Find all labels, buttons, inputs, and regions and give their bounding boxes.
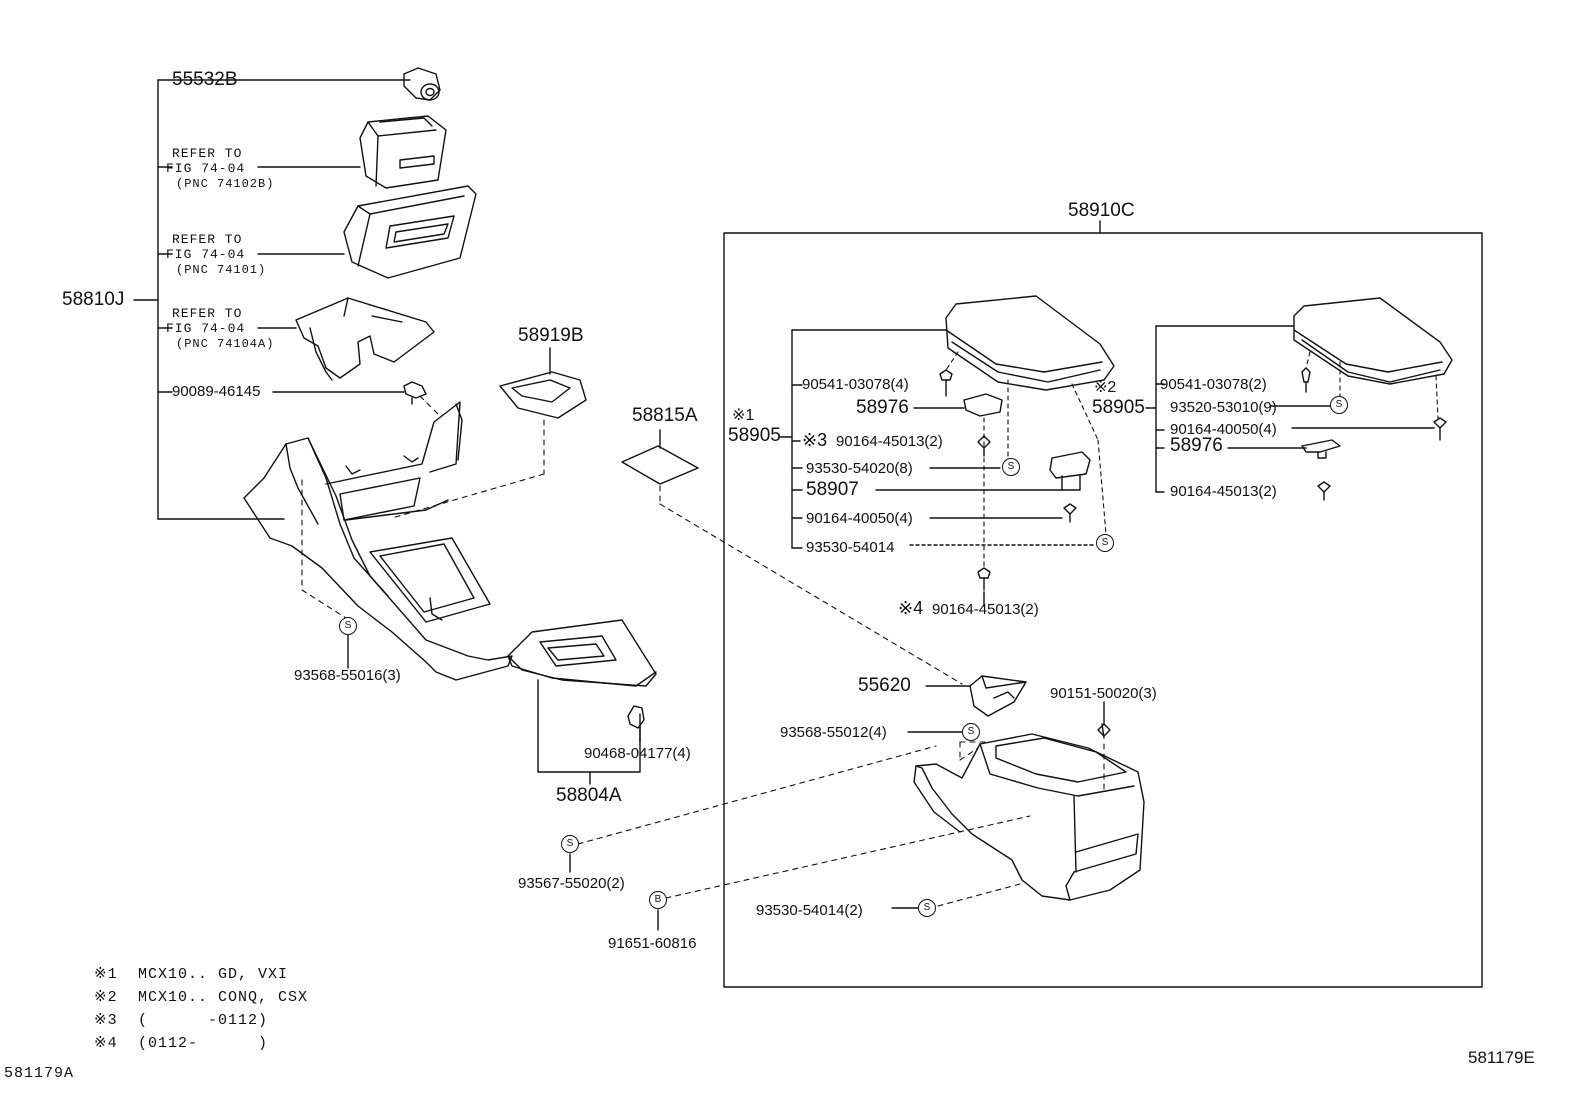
part-label-93568-55016: 93568-55016(3) <box>294 667 401 684</box>
bracket-55620-part <box>925 675 1027 717</box>
sub1-dashed-leaders <box>945 351 1107 601</box>
console-panel-part <box>343 185 477 279</box>
part-label-58919b: 58919B <box>518 325 584 346</box>
clip-part <box>403 381 427 405</box>
pad-58815a-part <box>621 429 699 485</box>
part-label-93568-55012: 93568-55012(4) <box>780 724 887 741</box>
refer-label-2-line1: REFER TO <box>172 232 243 247</box>
note-mark-1: ※1 <box>732 407 755 424</box>
refer-label-2-line2: FIG 74-04 <box>166 247 246 262</box>
rear-console-part <box>913 723 1145 901</box>
part-label-90164-45013-sub1: 90164-45013(2) <box>836 433 943 450</box>
figure-code-right: 581179E <box>1468 1048 1535 1067</box>
footnote-3-mark: ※3 <box>94 1012 118 1029</box>
bracket-part <box>295 297 435 381</box>
sub1-bracket-lines <box>779 329 1097 549</box>
footnote-2-mark: ※2 <box>94 989 118 1006</box>
s-symbol-icon: S <box>1002 458 1020 476</box>
part-label-58804a: 58804A <box>556 785 622 806</box>
part-label-90164-40050-sub2: 90164-40050(4) <box>1170 421 1277 438</box>
part-label-93530-54020: 93530-54020(8) <box>806 460 913 477</box>
footnote-1-mark: ※1 <box>94 966 118 983</box>
footnote-4-mark: ※4 <box>94 1035 118 1052</box>
s-symbol-icon: S <box>1096 534 1114 552</box>
part-label-90151: 90151-50020(3) <box>1050 685 1157 702</box>
part-label-90541-sub2: 90541-03078(2) <box>1160 376 1267 393</box>
ashtray-part <box>359 115 447 189</box>
sub2-dashed-leaders <box>1305 351 1439 419</box>
figure-code-left: 581179A <box>4 1065 75 1082</box>
s-symbol-icon: S <box>962 723 980 741</box>
part-label-93520: 93520-53010(9) <box>1170 399 1277 416</box>
b-symbol-icon: B <box>649 891 667 909</box>
part-label-90164-45013-4: 90164-45013(2) <box>932 601 1039 618</box>
part-label-58815a: 58815A <box>632 405 698 426</box>
part-label-90468: 90468-04177(4) <box>584 745 691 762</box>
refer-label-3-line1: REFER TO <box>172 306 243 321</box>
part-label-55620: 55620 <box>858 675 911 696</box>
footnote-4-text: (0112- ) <box>138 1035 269 1052</box>
part-label-58905-sub2: 58905 <box>1092 397 1145 418</box>
part-label-58976-sub2: 58976 <box>1170 435 1223 456</box>
refer-label-1-line3: (PNC 74102B) <box>176 177 275 191</box>
armrest-sub2-part <box>1293 297 1453 385</box>
part-label-90164-45013-sub2: 90164-45013(2) <box>1170 483 1277 500</box>
footnote-3-text: ( -0112) <box>138 1012 269 1029</box>
sub2-bracket-lines <box>1145 325 1435 493</box>
part-label-90164-40050-sub1: 90164-40050(4) <box>806 510 913 527</box>
s-symbol-icon: S <box>339 617 357 635</box>
s-symbol-icon: S <box>561 835 579 853</box>
refer-label-3-line2: FIG 74-04 <box>166 321 246 336</box>
refer-label-3-line3: (PNC 74104A) <box>176 337 275 351</box>
note-mark-2: ※2 <box>1094 379 1117 396</box>
s-symbol-icon: S <box>1330 396 1348 414</box>
part-label-58976-sub1: 58976 <box>856 397 909 418</box>
note-mark-3: ※3 <box>802 430 828 450</box>
part-label-58907: 58907 <box>806 479 859 500</box>
refer-label-1-line2: FIG 74-04 <box>166 161 246 176</box>
part-label-90541-sub1: 90541-03078(4) <box>802 376 909 393</box>
part-label-55532b: 55532B <box>172 69 238 90</box>
note-mark-4: ※4 <box>898 598 924 618</box>
dashed-leaders <box>301 395 1105 907</box>
part-label-93530-54014: 93530-54014 <box>806 539 895 556</box>
footnote-2-text: MCX10.. CONQ, CSX <box>138 989 309 1006</box>
clip-90468-part <box>627 705 645 743</box>
part-label-93567: 93567-55020(2) <box>518 875 625 892</box>
solid-leaders <box>347 601 1105 931</box>
fasteners-sub1 <box>939 369 1091 591</box>
bracket-58810j-lines <box>133 79 411 520</box>
main-console-part <box>243 401 513 681</box>
fasteners-sub2 <box>1301 367 1447 501</box>
tray-58919b-part <box>499 347 587 419</box>
refer-label-1-line1: REFER TO <box>172 146 243 161</box>
panel-58804a-part <box>507 619 657 785</box>
box-58910c <box>723 232 1483 988</box>
s-symbol-icon: S <box>918 899 936 917</box>
footnote-1-text: MCX10.. GD, VXI <box>138 966 289 983</box>
armrest-sub1-part <box>945 295 1115 391</box>
part-label-90089: 90089-46145 <box>172 383 261 400</box>
part-label-93530-54014-2: 93530-54014(2) <box>756 902 863 919</box>
refer-label-2-line3: (PNC 74101) <box>176 263 267 277</box>
part-label-91651: 91651-60816 <box>608 935 697 952</box>
lighter-knob-part <box>403 67 441 101</box>
part-label-58810j: 58810J <box>62 289 125 310</box>
part-label-58905-sub1: 58905 <box>728 425 781 446</box>
part-label-58910c: 58910C <box>1068 200 1135 221</box>
